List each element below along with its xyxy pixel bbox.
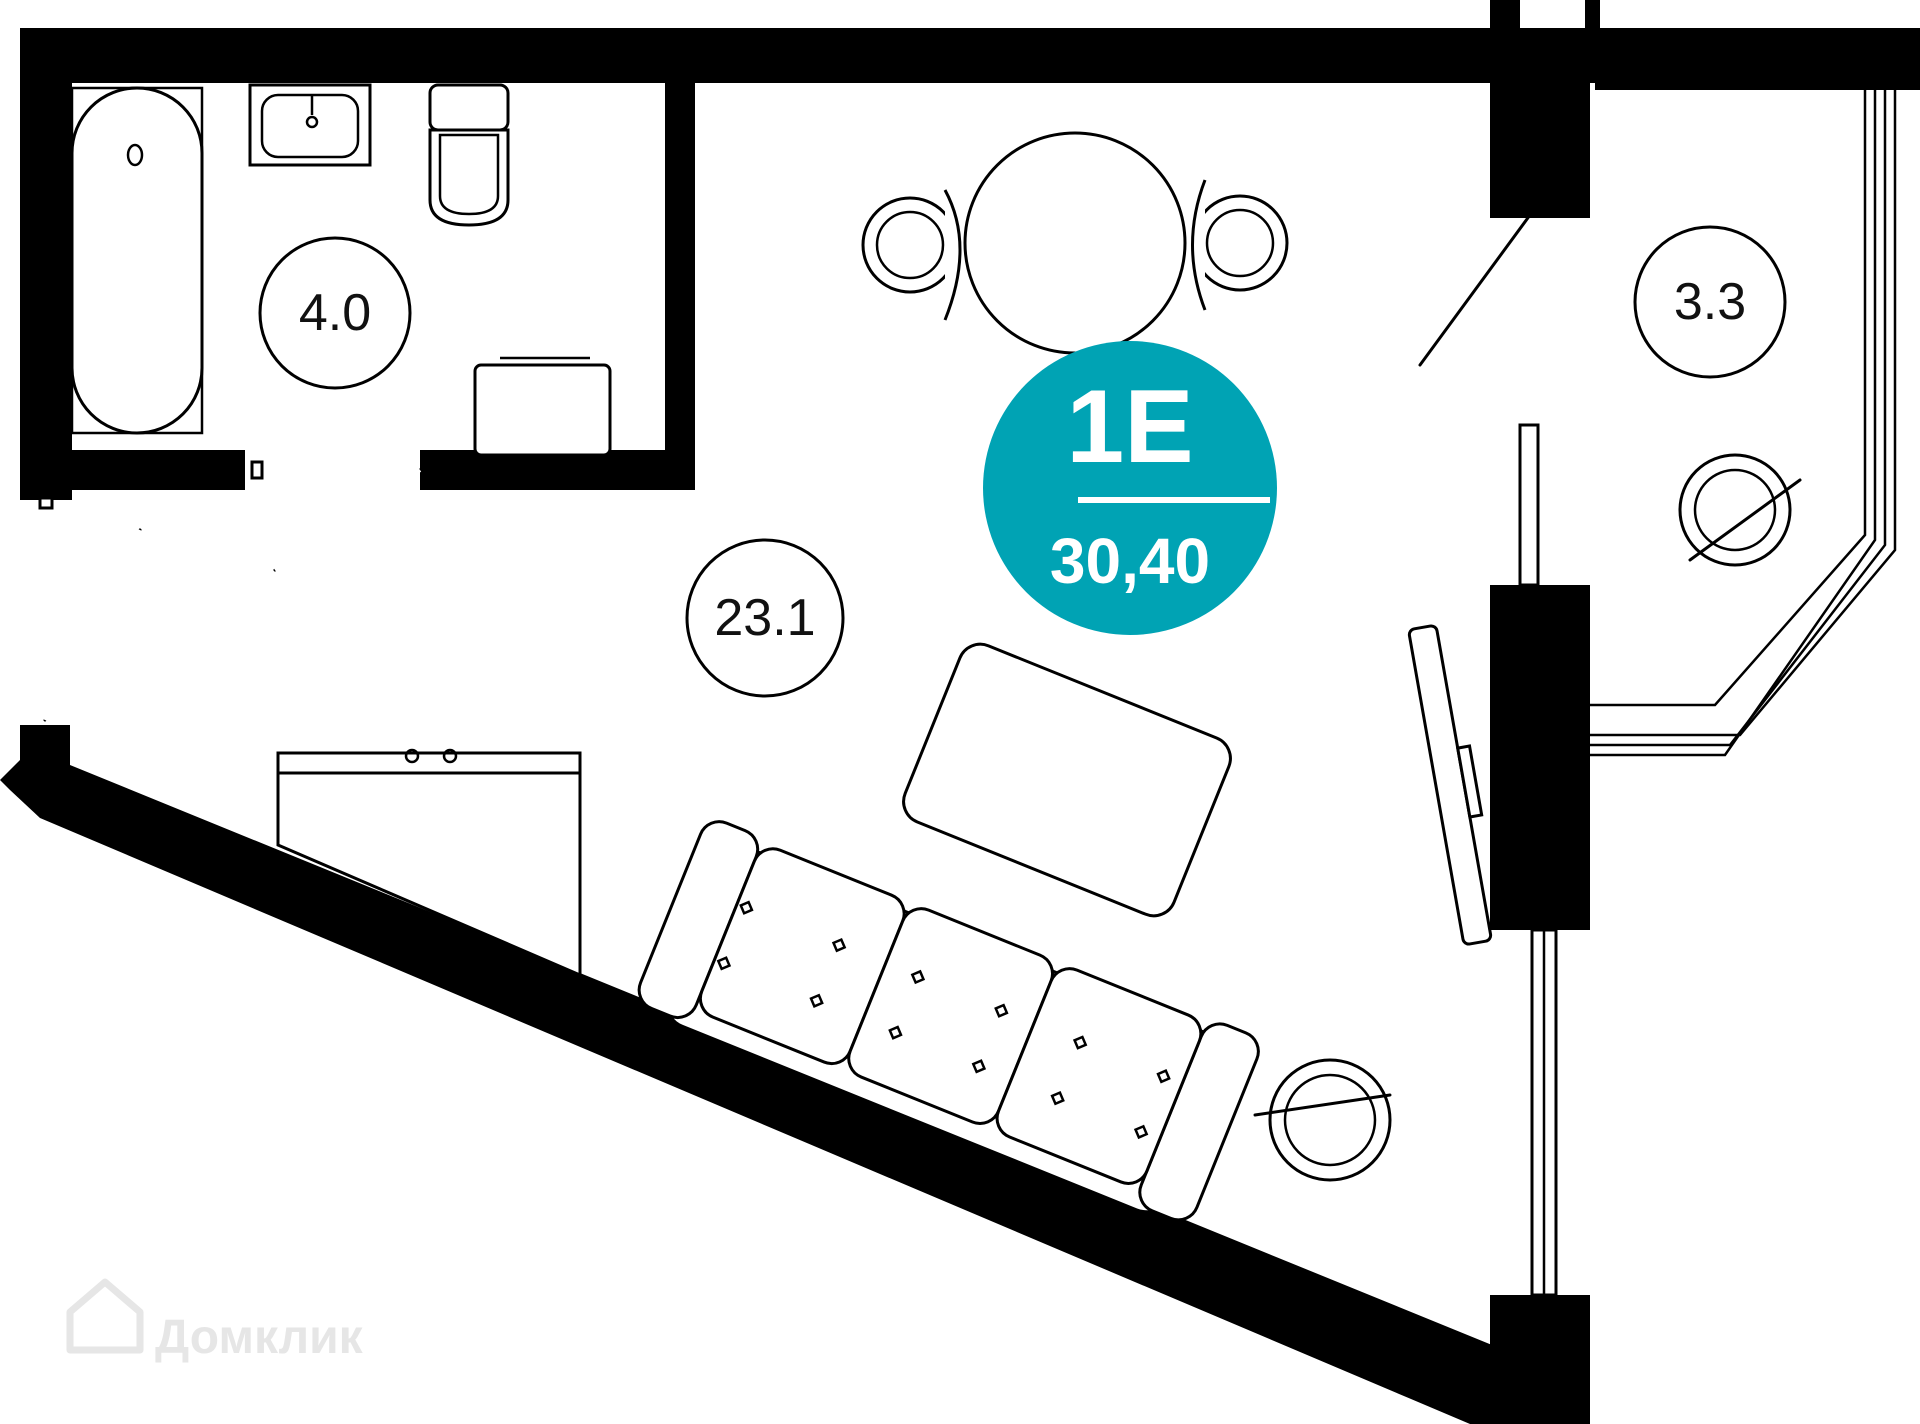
area-label-balcony: 3.3 [1633, 225, 1787, 379]
door-stop-2 [38, 496, 54, 510]
watermark-text: Домклик [155, 1311, 364, 1364]
balcony-rail-mid [1590, 90, 1887, 747]
wall-top-left [20, 28, 1520, 83]
wardrobe [276, 751, 582, 775]
sink-basin [260, 93, 360, 159]
living-furniture [276, 624, 1493, 1222]
tv-stand [1407, 624, 1493, 946]
wall-column-top [1490, 28, 1590, 218]
bathtub-frame [70, 86, 204, 435]
toilet-seat [438, 133, 500, 216]
chair-balcony-back [1688, 478, 1802, 562]
area-label-living-room: 23.1 [685, 538, 845, 698]
wall-bath-left [20, 28, 72, 500]
chair-balcony [1678, 453, 1792, 567]
wall-column-mid [1490, 585, 1590, 930]
bathroom-fixtures [70, 83, 612, 457]
balcony-rail-outer [1590, 90, 1877, 757]
chair-right-back [1191, 179, 1207, 311]
doors [38, 213, 1532, 722]
armchair-inner [1283, 1073, 1377, 1167]
door-bath-inner [273, 468, 422, 572]
badge-circle [983, 341, 1277, 635]
chair-right-inner [1205, 208, 1275, 278]
window-right-upper [1518, 423, 1540, 587]
balcony-rail-edge [1590, 90, 1867, 707]
balcony-outline [1590, 90, 1897, 757]
badge-total-area: 30,40 [1050, 525, 1210, 597]
bathtub-drain [126, 143, 144, 167]
badge-title: 1E [1066, 369, 1193, 485]
wall-left-stub [20, 725, 70, 775]
chair-balcony-inner [1693, 468, 1777, 552]
sofa [637, 820, 1260, 1222]
badge-divider [1078, 497, 1270, 503]
coffee-table [902, 642, 1232, 918]
armchair [1268, 1058, 1392, 1182]
washing-machine [473, 363, 612, 457]
area-label-bathroom: 4.0 [258, 236, 412, 390]
wall-diagonal-bottom [0, 730, 1492, 1424]
wardrobe-body [276, 771, 582, 978]
dining-table [963, 131, 1187, 355]
house-icon [66, 1278, 144, 1354]
wall-column-top-upper [1490, 0, 1520, 30]
windows [1518, 423, 1558, 1297]
area-value-balcony: 3.3 [1674, 273, 1746, 331]
balcony-rail-inner [1590, 90, 1897, 737]
wall-bath-bottom-right [420, 450, 695, 490]
toilet-bowl [428, 128, 510, 227]
door-balcony [1418, 213, 1532, 367]
wall-bath-bottom-left [20, 450, 245, 490]
dining-set [861, 131, 1802, 567]
chair-left-back [943, 189, 962, 321]
watermark: Домклик [66, 1278, 364, 1364]
chair-left-inner [875, 210, 945, 280]
toilet-tank [428, 83, 510, 132]
sink-tap [305, 115, 319, 129]
area-value-living-room: 23.1 [714, 589, 815, 647]
door-stop-1 [250, 460, 264, 480]
armchair-back [1253, 1093, 1392, 1117]
wall-bath-right [665, 80, 695, 490]
wardrobe-handle-1 [404, 748, 420, 764]
door-entry-inner [43, 529, 142, 721]
apartment-badge: 1E 30,40 [983, 341, 1277, 635]
area-value-bathroom: 4.0 [299, 284, 371, 342]
wardrobe-handle-2 [442, 748, 458, 764]
bathtub [70, 86, 204, 435]
wall-column-bottom [1490, 1295, 1590, 1424]
